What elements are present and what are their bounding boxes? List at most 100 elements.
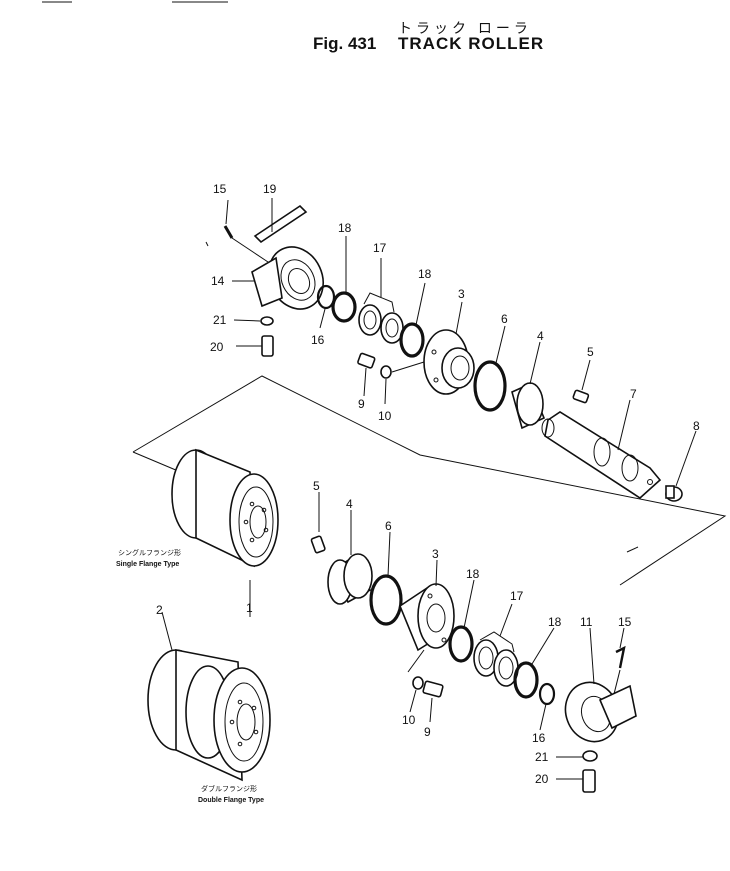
- part-3-cover-lower: [399, 583, 455, 652]
- part-21-washer-lower: [582, 750, 598, 762]
- caption-single-flange-en: Single Flange Type: [116, 561, 179, 568]
- leader-18-lower-2: [531, 627, 555, 665]
- callout-21-lower: 21: [535, 750, 549, 764]
- callout-5-lower: 5: [313, 479, 320, 493]
- part-11-collar-lower: [564, 681, 637, 743]
- callout-9-upper: 9: [358, 397, 365, 411]
- callout-3-upper: 3: [458, 287, 465, 301]
- callout-3-lower: 3: [432, 547, 439, 561]
- leader-15-lower-b: [613, 669, 621, 695]
- part-15-pin-lower: [615, 645, 626, 669]
- callout-16-upper: 16: [311, 333, 325, 347]
- callout-1: 1: [246, 601, 253, 615]
- callout-6-upper: 6: [501, 312, 508, 326]
- part-20-bolt-upper: [261, 335, 274, 357]
- callout-4-upper: 4: [537, 329, 544, 343]
- callout-11: 11: [580, 615, 593, 629]
- leader-16-lower: [539, 703, 547, 731]
- part-1-single-flange-roller: [171, 448, 279, 568]
- mark: [205, 241, 209, 247]
- figure-number: Fig. 431: [313, 34, 377, 53]
- leader-15-upper: [225, 199, 229, 225]
- part-21-washer-upper: [260, 316, 274, 326]
- leader-6-lower: [387, 531, 391, 577]
- part-17-floating-seal-upper: [358, 292, 404, 344]
- part-18-oring-lower-1: [448, 625, 474, 663]
- leader-15-lower: [619, 627, 625, 649]
- callout-18-lower-2: 18: [548, 615, 562, 629]
- part-19-lock-plate: [253, 204, 308, 244]
- leader-21-upper: [233, 319, 261, 322]
- callout-8: 8: [693, 419, 700, 433]
- part-14-collar-upper: [251, 246, 324, 310]
- leader-9-lower: [429, 697, 433, 723]
- callout-9-lower: 9: [424, 725, 431, 739]
- callout-5-upper: 5: [587, 345, 594, 359]
- leader-4-upper: [529, 341, 541, 385]
- part-10-washer-lower: [412, 676, 424, 690]
- callout-17-upper: 17: [373, 241, 387, 255]
- part-6-oring-lower: [369, 574, 403, 626]
- part-5-pin-lower: [310, 535, 326, 554]
- part-9-bolt-upper: [357, 352, 376, 369]
- leader-2: [161, 611, 173, 651]
- part-5-pin-upper: [572, 389, 590, 404]
- part-16-oring-lower: [538, 682, 556, 706]
- callout-17-lower: 17: [510, 589, 524, 603]
- callout-19: 19: [263, 182, 277, 196]
- callout-18-upper-2: 18: [418, 267, 432, 281]
- figure-title: TRACK ROLLER: [398, 34, 545, 53]
- part-8-plug: [665, 485, 683, 502]
- assembly-outline: [132, 375, 727, 586]
- leader-6-upper: [495, 325, 506, 364]
- part-17-floating-seal-lower: [473, 631, 519, 687]
- part-6-oring-upper: [473, 360, 507, 412]
- part-16-oring-upper: [316, 284, 336, 310]
- leader-11: [589, 627, 595, 685]
- callout-20-lower: 20: [535, 772, 549, 786]
- part-4-bushing-lower: [327, 553, 373, 605]
- part-9-bolt-lower: [422, 680, 444, 698]
- assembly-link-line: [391, 361, 425, 373]
- part-10-washer-upper: [380, 365, 392, 379]
- leader-10-upper: [384, 378, 387, 405]
- leader-5-upper: [581, 359, 591, 391]
- callout-10-upper: 10: [378, 409, 392, 423]
- part-15-pin-upper: [223, 225, 234, 239]
- callout-2: 2: [156, 603, 163, 617]
- part-4-bushing-upper: [511, 382, 546, 430]
- leader-10-lower: [409, 689, 417, 713]
- leader-7: [617, 399, 631, 451]
- callout-4-lower: 4: [346, 497, 353, 511]
- part-20-bolt-lower: [582, 769, 596, 793]
- callout-18-lower-1: 18: [466, 567, 480, 581]
- callout-18-upper-1: 18: [338, 221, 352, 235]
- leader-17-lower: [499, 603, 513, 637]
- title-japanese: トラック ローラ: [398, 20, 532, 36]
- leader-9-upper: [363, 367, 367, 397]
- part-18-oring-upper-2: [399, 322, 425, 358]
- callout-6-lower: 6: [385, 519, 392, 533]
- leader-16-upper: [319, 308, 326, 329]
- callout-7: 7: [630, 387, 637, 401]
- assembly-link-line-lower: [407, 649, 425, 673]
- caption-double-flange-en: Double Flange Type: [198, 797, 264, 804]
- callout-20-upper: 20: [210, 340, 224, 354]
- leader-18-upper-2: [415, 282, 426, 326]
- part-18-oring-lower-2: [513, 661, 539, 699]
- callout-15-lower: 15: [618, 615, 632, 629]
- callout-15-upper: 15: [213, 182, 227, 196]
- part-2-double-flange-roller: [147, 649, 271, 782]
- pin-link-line: [231, 237, 269, 263]
- caption-single-flange-jp: シングルフランジ形: [118, 548, 181, 557]
- leader-8: [675, 430, 697, 487]
- callout-10-lower: 10: [402, 713, 416, 727]
- mark: [626, 546, 639, 553]
- leader-18-lower-1: [463, 579, 475, 629]
- leader-3-lower: [435, 559, 438, 587]
- caption-double-flange-jp: ダブルフランジ形: [201, 784, 257, 793]
- part-7-shaft: [541, 411, 662, 500]
- callout-16-lower: 16: [532, 731, 546, 745]
